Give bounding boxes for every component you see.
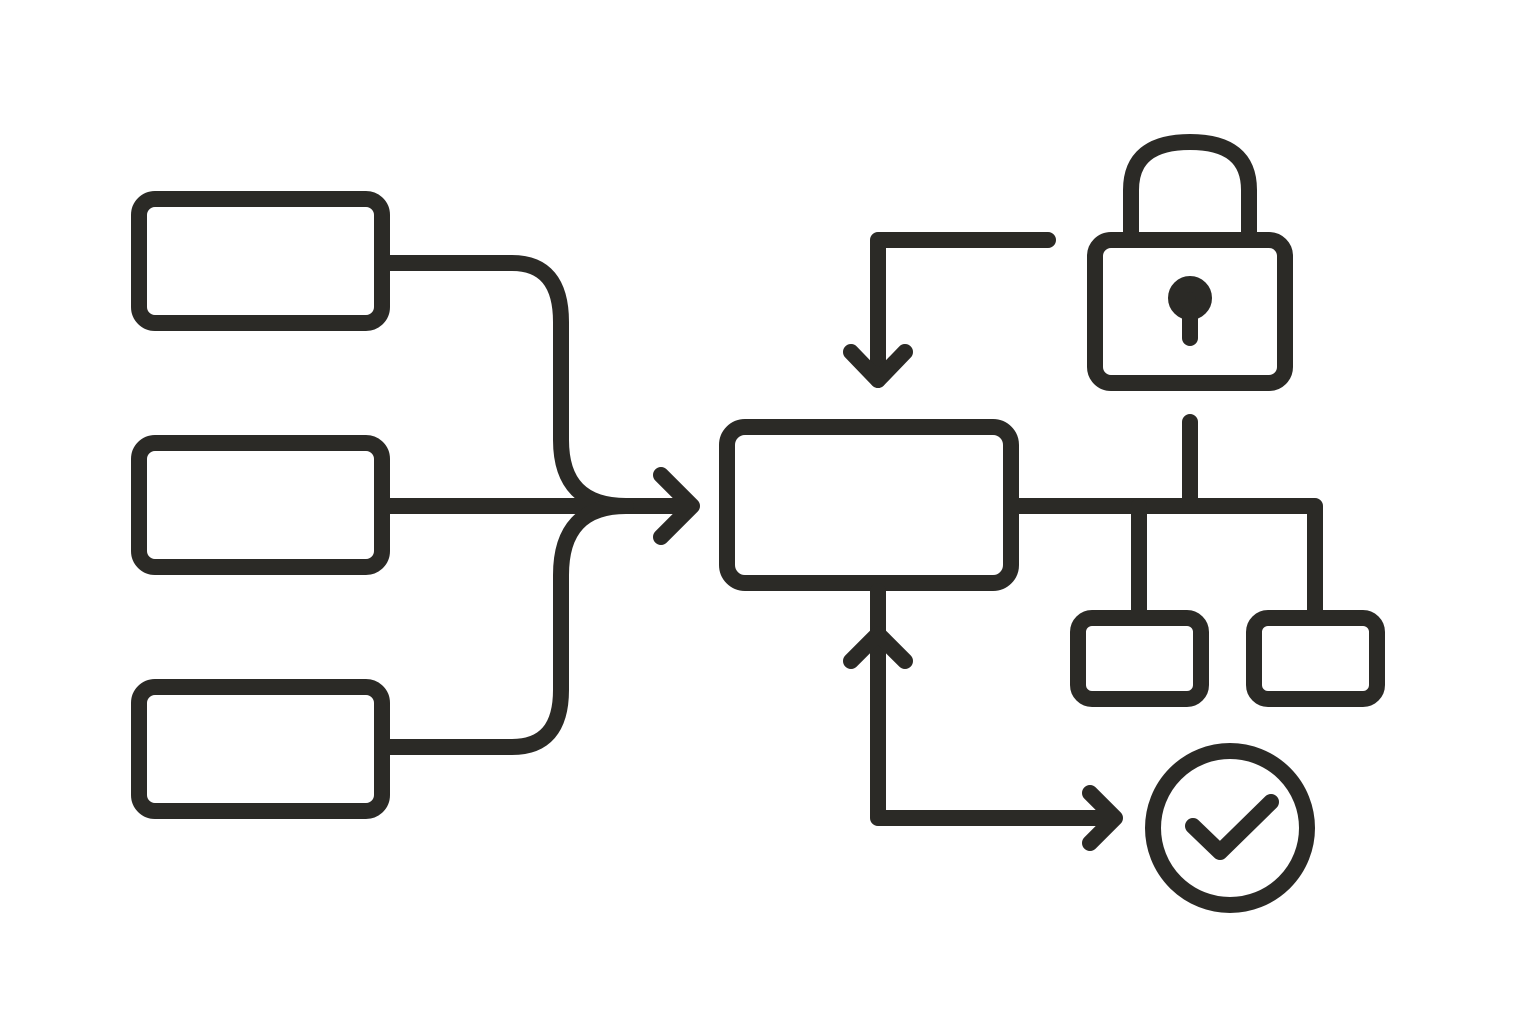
child-box-left [1070, 610, 1209, 707]
check-circle-icon [1145, 743, 1315, 913]
check-mark-icon [1185, 794, 1279, 860]
connector-top [870, 232, 1056, 388]
lock-body [1087, 232, 1293, 391]
lock-shackle [1123, 134, 1257, 240]
connector-input-3 [374, 498, 634, 755]
input-box-2 [131, 435, 390, 575]
input-box-3 [131, 679, 390, 819]
top-arrowhead [843, 344, 913, 388]
check-circle-ring [1145, 743, 1315, 913]
bottom-up-arrowhead [843, 626, 913, 669]
merge-arrowhead [653, 467, 700, 545]
diagram-strokes [131, 134, 1385, 913]
connector-input-1 [374, 255, 696, 514]
tree-trunk [1003, 498, 1323, 622]
child-box-right [1246, 610, 1385, 707]
connector-bottom [870, 583, 1118, 826]
check-arrowhead [1082, 785, 1123, 851]
central-box [719, 419, 1019, 591]
lock-icon [1087, 134, 1293, 391]
input-box-1 [131, 191, 390, 331]
